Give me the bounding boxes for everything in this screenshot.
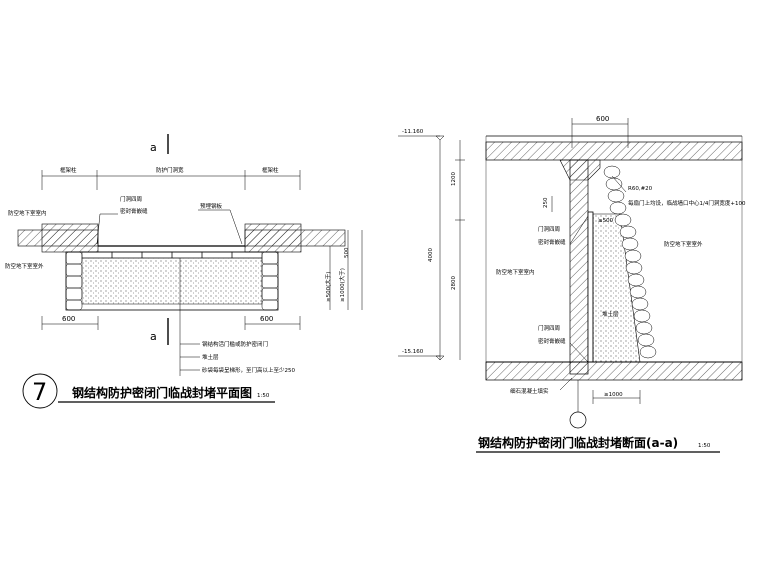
- plan-dim-500-min: ≥500(大于): [324, 272, 332, 302]
- elev-bottom: -15.160: [402, 349, 424, 355]
- plan-label-steel: 预埋钢板: [200, 202, 223, 210]
- plan-room-left: 防空地下室室内: [8, 209, 47, 217]
- elev-top: -11.160: [402, 129, 424, 135]
- wall-section: [569, 159, 589, 375]
- plan-legend-1: 钢结构活门槛或防护密闭门: [202, 340, 268, 348]
- dim-1200: 1200: [451, 172, 457, 186]
- label-footer: 细石混凝土填实: [510, 387, 549, 395]
- label-seal-1: 密封膏嵌缝: [538, 238, 566, 246]
- plan-view: a 框架柱 防护门洞宽 框架柱 防空地下室室内 防空地下室室外: [5, 134, 363, 409]
- dim-1000-min: ≥1000: [604, 392, 623, 398]
- label-outdoor: 防空地下室室外: [664, 240, 703, 248]
- dim-4000: 4000: [428, 248, 434, 262]
- label-r60: R60,#20: [628, 186, 653, 192]
- plan-title: 钢结构防护密闭门临战封堵平面图: [72, 385, 252, 400]
- plan-scale: 1:50: [257, 393, 270, 399]
- top-slab: [485, 141, 743, 161]
- soil-layer: [592, 213, 641, 363]
- dim-500-min: ≥500: [598, 218, 614, 224]
- top-dim-col-left: 框架柱: [60, 166, 77, 174]
- soil-fill: [81, 257, 263, 305]
- section-scale: 1:50: [698, 443, 711, 449]
- dim-top-600: 600: [596, 115, 609, 123]
- plan-legend-2: 堆土层: [202, 353, 219, 361]
- plan-dim-500: 500: [344, 247, 350, 258]
- sandbag-stack: [603, 165, 657, 359]
- top-dim-door: 防护门洞宽: [156, 166, 184, 174]
- section-mark-top: a: [150, 141, 157, 154]
- drawing-number-circle: [22, 373, 58, 409]
- label-door-edge-2: 门洞四周: [538, 324, 560, 332]
- plan-dim-left-600: 600: [62, 315, 75, 323]
- top-dim-col-right: 框架柱: [262, 166, 279, 174]
- label-door-edge-1: 门洞四周: [538, 225, 560, 233]
- section-view: -11.160 -15.160 4000 1200 2800 600: [398, 115, 746, 453]
- label-soil: 堆土层: [602, 310, 619, 318]
- column-left: [41, 223, 99, 253]
- column-right: [244, 223, 302, 253]
- door-frame: [587, 211, 594, 363]
- plan-label-seal: 密封膏嵌缝: [120, 207, 148, 215]
- grid-bubble: [569, 411, 587, 429]
- plan-room-outside: 防空地下室室外: [5, 262, 44, 270]
- plan-label-door-edge: 门洞四周: [120, 195, 142, 203]
- dim-250: 250: [543, 197, 549, 208]
- plan-dim-right-600: 600: [260, 315, 273, 323]
- dim-2800: 2800: [451, 276, 457, 290]
- sandbags: [65, 251, 279, 311]
- drawing-number: 7: [32, 378, 47, 406]
- section-mark-bottom: a: [150, 330, 157, 343]
- label-indoor: 防空地下室室内: [496, 268, 535, 276]
- plan-legend-3: 砂袋每袋呈梯形，至门高以上至少250: [202, 366, 295, 374]
- label-note: 每扇门上均设，临战墙口中心1/4门洞宽度+100: [628, 199, 746, 207]
- label-seal-2: 密封膏嵌缝: [538, 337, 566, 345]
- section-title: 钢结构防护密闭门临战封堵断面(a-a): [478, 435, 678, 450]
- beam-haunch: [559, 159, 601, 181]
- plan-dim-1000-min: ≥1000(大于): [338, 268, 346, 302]
- bottom-slab: [485, 361, 743, 381]
